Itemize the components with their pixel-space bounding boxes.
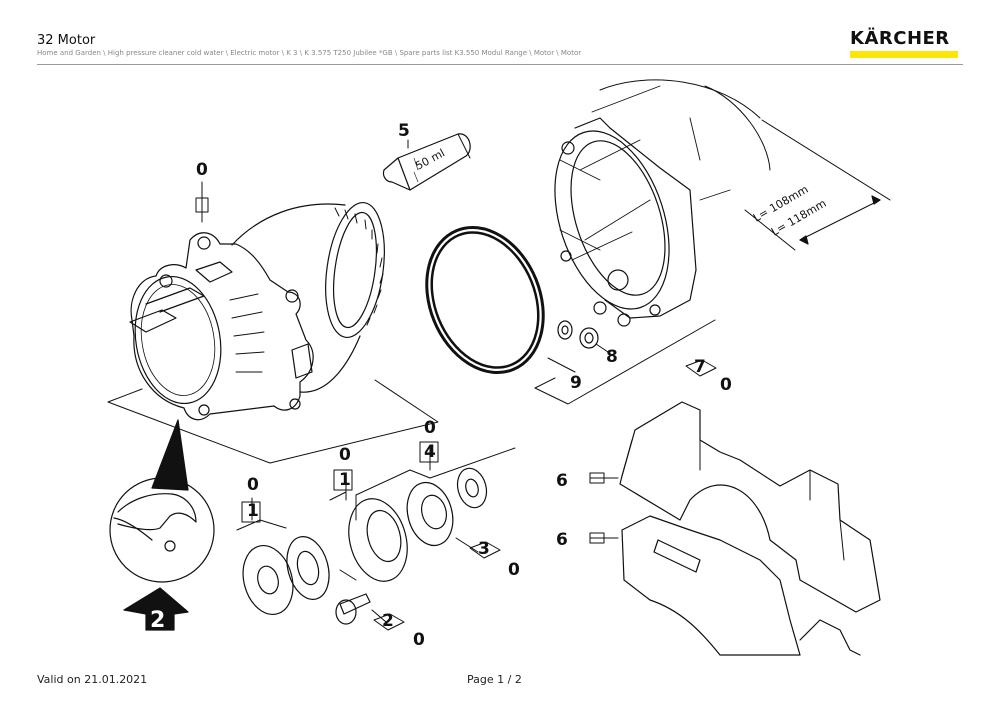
callout-boxes [241,359,717,631]
brand-logo: KÄRCHER [850,29,958,58]
callout-0-3: 0 [508,560,520,580]
motor-assembly [107,181,439,464]
callout-3: 3 [478,539,490,559]
callout-6-upper: 6 [556,471,568,491]
page-title: 32 Motor [37,33,96,48]
grease-tube [382,133,471,191]
motor-brackets [589,401,881,656]
detail-view-inset [109,419,215,631]
callout-1-flange: 1 [339,470,351,490]
callout-0-2: 0 [413,630,425,650]
callout-7: 7 [694,357,706,377]
callout-5: 5 [398,121,410,141]
callout-6-lower: 6 [556,530,568,550]
o-ring [425,225,576,375]
brand-yellow-bar [850,51,958,58]
valid-date: Valid on 21.01.2021 [37,673,148,686]
callout-0-motor: 0 [196,160,208,180]
callout-1-washer: 1 [247,501,259,521]
callout-4: 4 [424,442,436,462]
callout-0-bearing: 0 [424,418,436,438]
breadcrumb: Home and Garden \ High pressure cleaner … [37,49,582,57]
sealing-washers [557,320,609,353]
callout-0-washer: 0 [247,475,259,495]
callout-9: 9 [570,373,582,393]
callout-2: 2 [382,611,394,631]
end-frame-housing [534,79,891,405]
callout-8: 8 [606,347,618,367]
brand-wordmark: KÄRCHER [850,28,950,49]
header-divider [37,64,963,65]
callout-labels: 0 5 9 8 7 0 0 4 0 1 0 1 3 0 2 0 6 6 2 [150,121,732,650]
callout-0-7: 0 [720,375,732,395]
bearing-parts [236,447,516,625]
page-number: Page 1 / 2 [467,673,522,686]
callout-0-flange: 0 [339,445,351,465]
view-arrow-number: 2 [150,608,165,633]
